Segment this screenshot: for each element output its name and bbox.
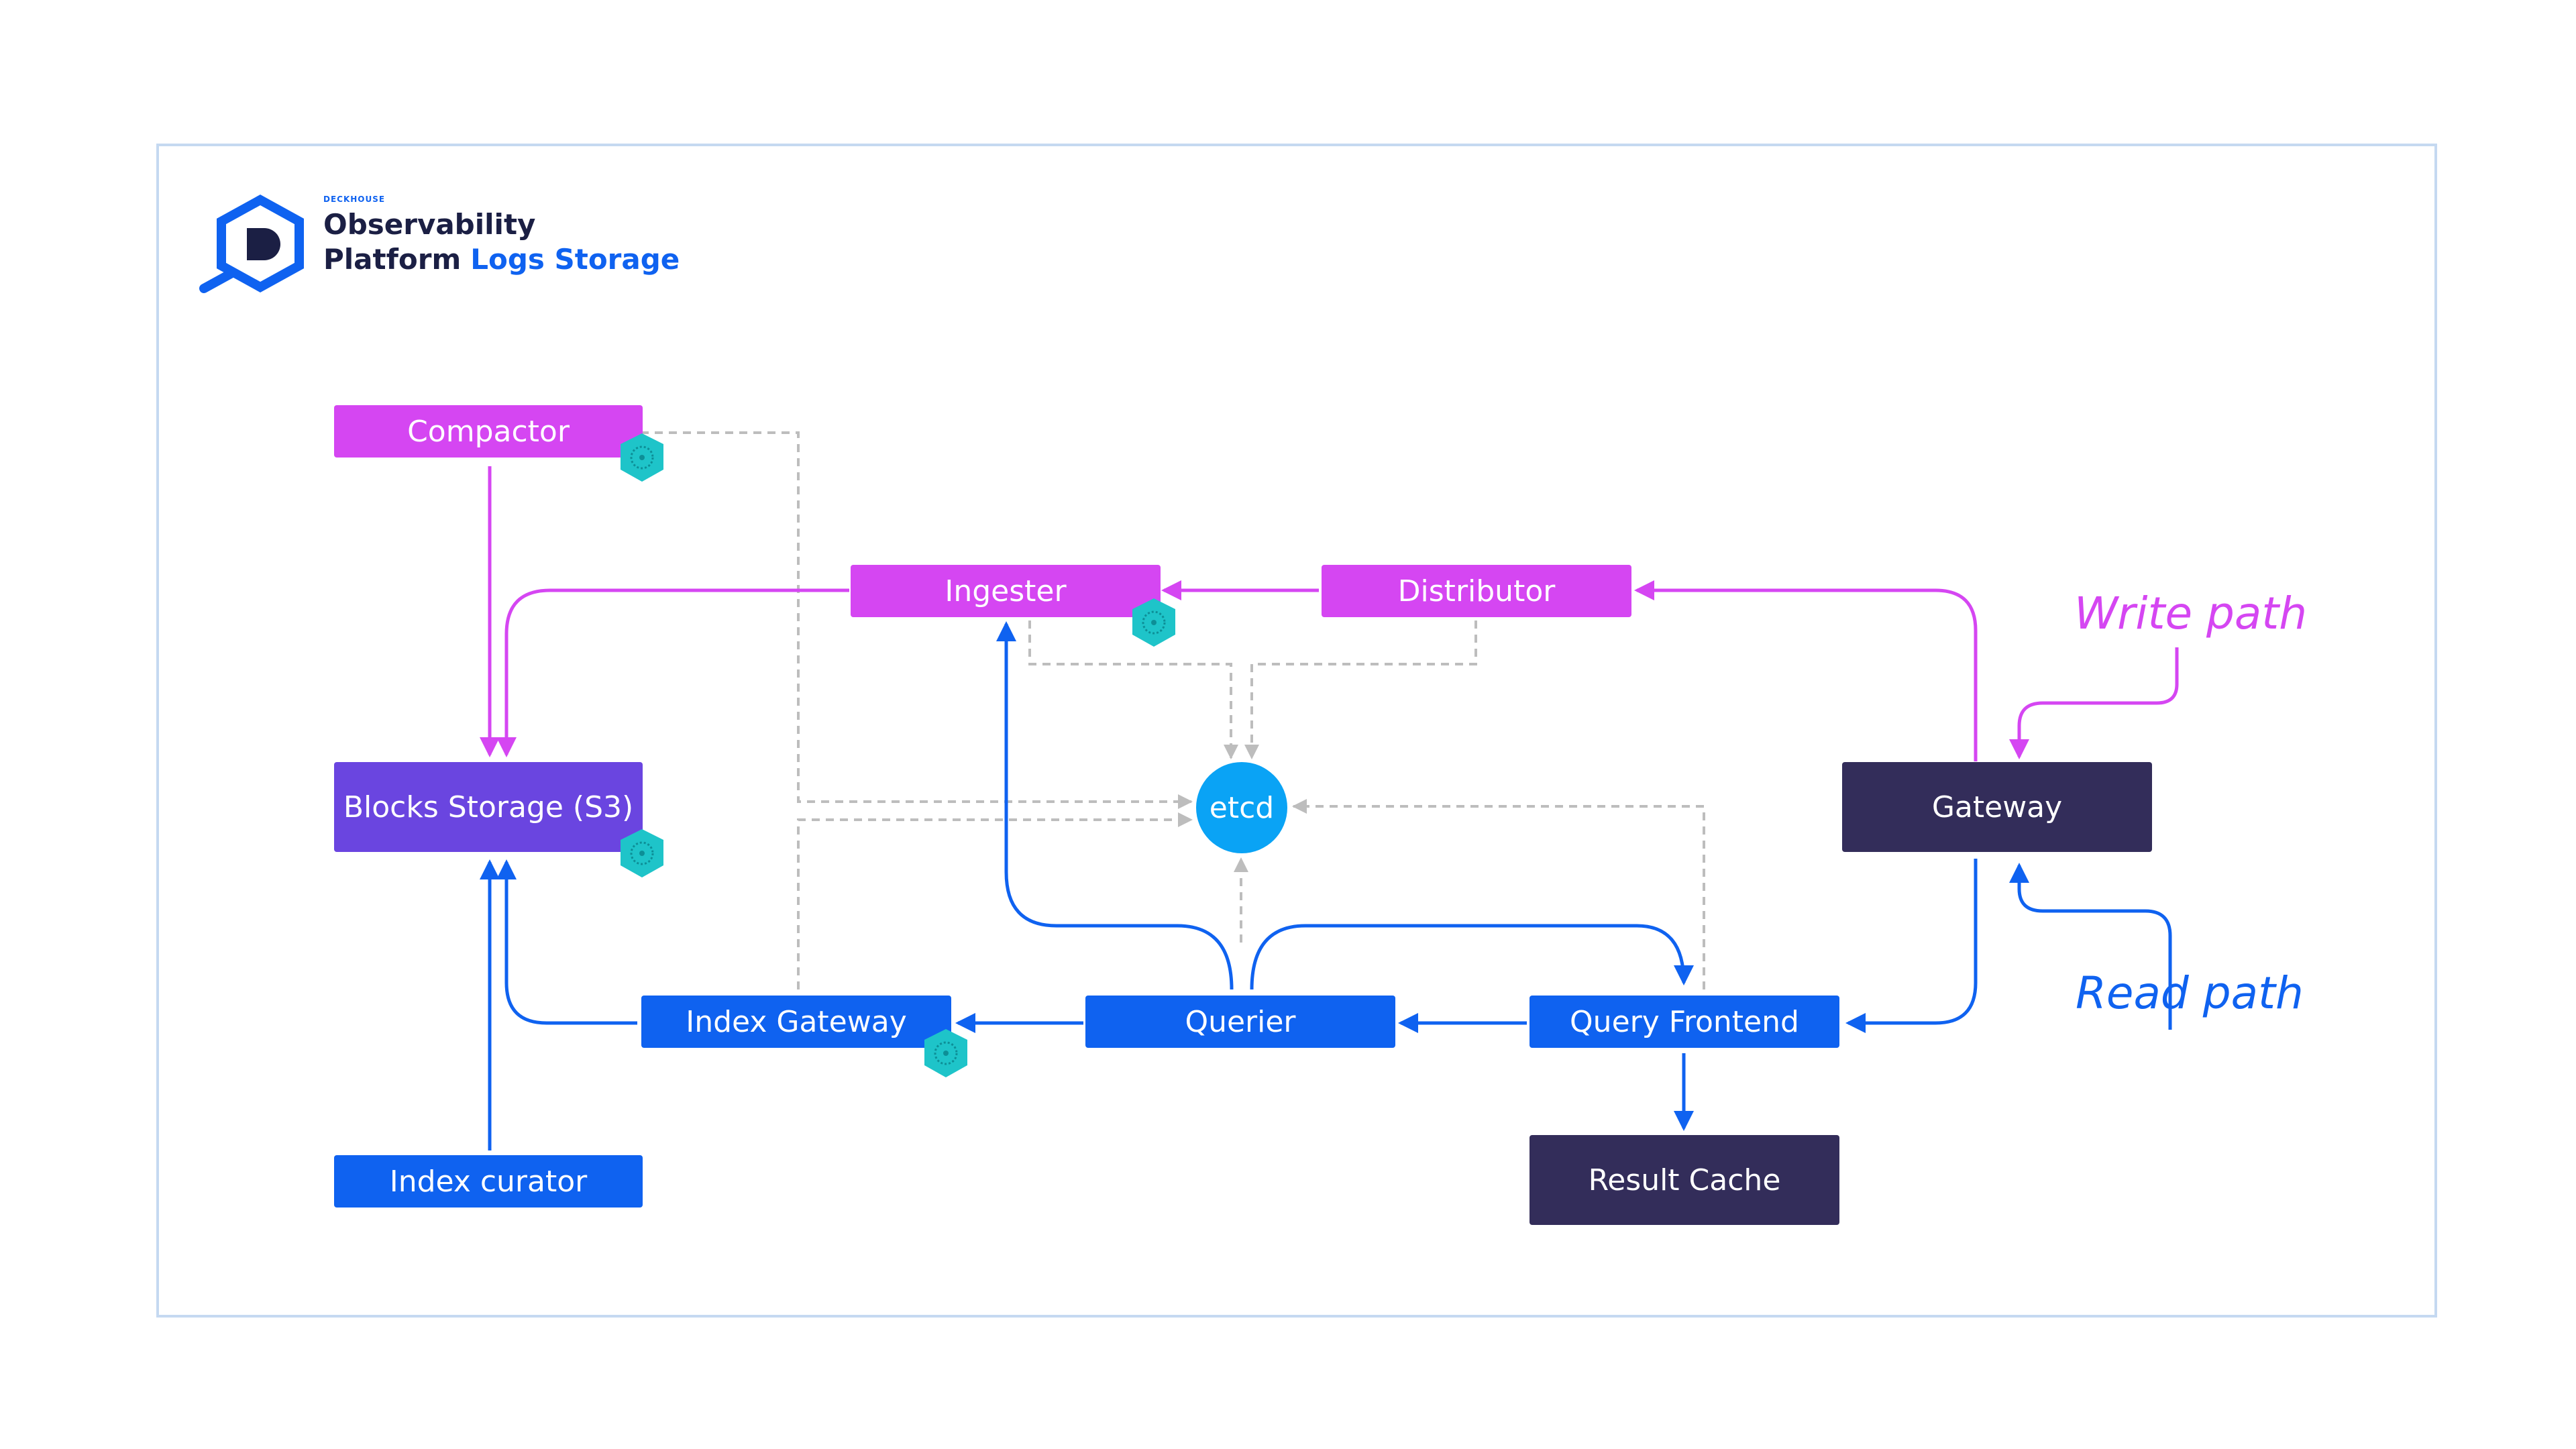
deckhouse-logo-icon xyxy=(199,195,304,293)
distributor-node[interactable]: Distributor xyxy=(1322,565,1631,617)
ingester-node[interactable]: Ingester xyxy=(851,565,1161,617)
kubernetes-badge-icon xyxy=(621,433,663,482)
querier-node[interactable]: Querier xyxy=(1085,996,1395,1048)
index-curator-node[interactable]: Index curator xyxy=(334,1155,643,1208)
kubernetes-badge-icon xyxy=(621,829,663,877)
blocks-storage-node[interactable]: Blocks Storage (S3) xyxy=(334,762,643,852)
query-frontend-node[interactable]: Query Frontend xyxy=(1529,996,1839,1048)
kubernetes-badge-icon xyxy=(1132,598,1175,647)
index-gateway-node[interactable]: Index Gateway xyxy=(641,996,951,1048)
compactor-node[interactable]: Compactor xyxy=(334,405,643,458)
etcd-node[interactable]: etcd xyxy=(1196,762,1287,853)
brand-product: Logs Storage xyxy=(470,243,680,276)
kubernetes-badge-icon xyxy=(924,1029,967,1077)
write-path-label: Write path xyxy=(2074,588,2308,639)
read-path-lines xyxy=(480,621,2172,1150)
gateway-node[interactable]: Gateway xyxy=(1842,762,2152,852)
brand-title-line1: Observability xyxy=(323,208,536,241)
diagram-frame xyxy=(156,144,2437,1318)
result-cache-node[interactable]: Result Cache xyxy=(1529,1135,1839,1225)
write-path-lines xyxy=(480,466,2179,761)
brand-company: DECKHOUSE xyxy=(323,195,386,204)
brand-platform: Platform xyxy=(323,243,462,276)
etcd-dependency-lines xyxy=(641,431,1705,989)
read-path-label: Read path xyxy=(2076,967,2304,1019)
